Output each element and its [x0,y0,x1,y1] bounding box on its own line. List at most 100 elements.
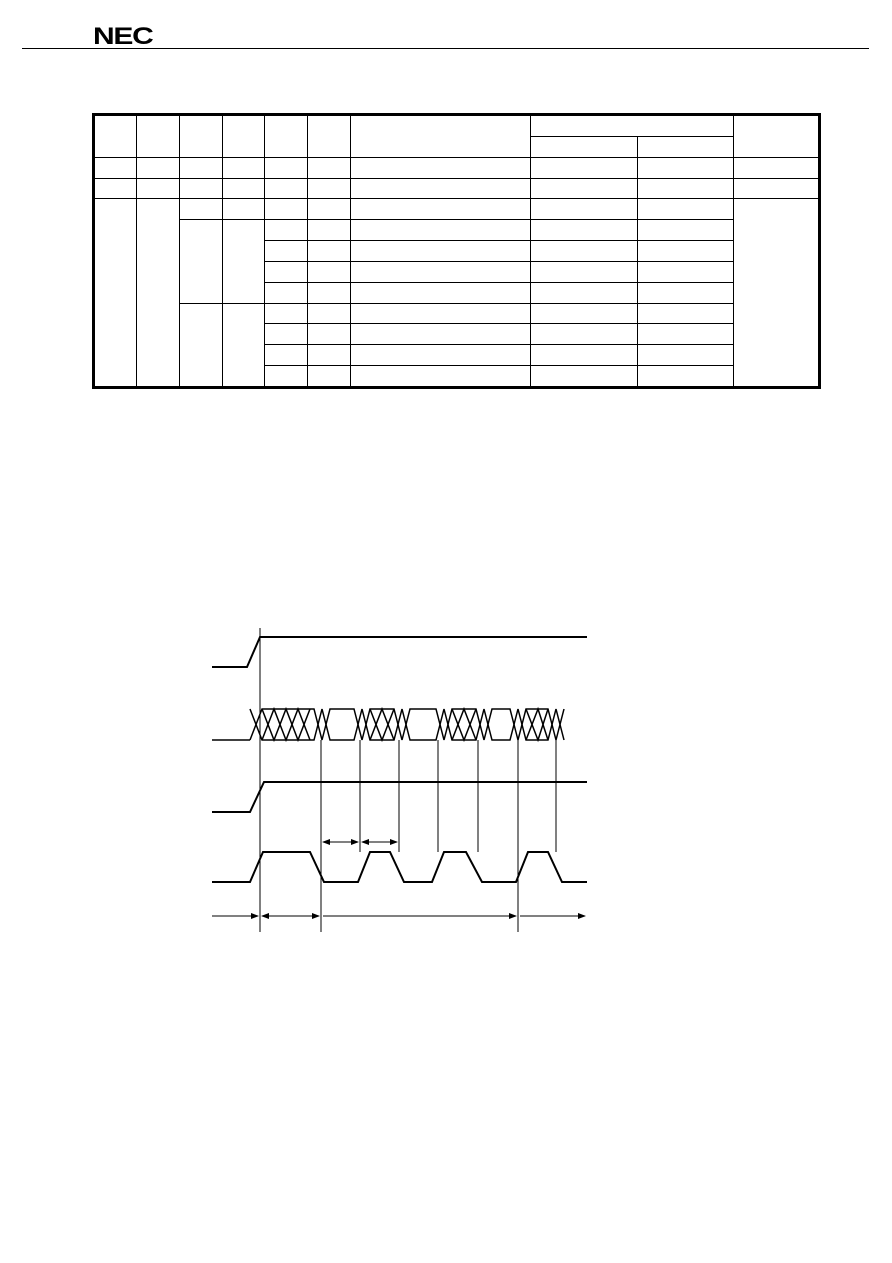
table-cell [530,156,638,179]
table-cell [179,219,223,304]
timing-interval-arrows [212,839,586,919]
table-cell [264,198,308,221]
table-cell [530,344,638,366]
table-cell [350,219,531,242]
table-cell [136,156,180,179]
table-cell [264,219,308,242]
table-cell [307,281,351,304]
timing-diagram [212,628,587,932]
table-cell [637,135,734,158]
table-cell [307,302,351,325]
table-cell [350,344,531,366]
table-cell [350,323,531,346]
table-cell [179,114,223,158]
table-cell [530,302,638,325]
table-cell [136,198,180,388]
table-cell [307,240,351,262]
timing-signal-3 [212,781,587,813]
table-cell [530,114,734,137]
table-row [94,323,820,346]
table-row [94,344,820,366]
table-cell [637,177,734,200]
table-cell [307,156,351,179]
table-row [93,177,820,200]
spec-table [92,113,821,389]
table-header-row-2 [94,135,820,158]
table-row [93,198,820,388]
table-cell [179,198,223,221]
table-cell [530,135,638,158]
table-cell [136,114,180,158]
table-row [94,219,820,304]
table-cell [264,156,308,179]
table-cell [637,260,734,283]
table-cell [350,177,531,200]
table-cell [530,219,638,242]
table-cell [307,364,351,389]
table-cell [637,198,734,221]
timing-signal-1 [212,636,587,668]
table-cell [264,177,308,200]
table-cell [179,156,223,179]
table-cell [733,198,820,388]
table-cell [222,114,265,158]
table-cell [264,281,308,304]
table-cell [179,177,223,200]
table-cell [350,240,531,262]
table-cell [350,281,531,304]
header-rule [22,48,869,49]
table-cell [530,177,638,200]
table-cell [307,260,351,283]
table-cell [264,240,308,262]
timing-signal-2 [212,706,565,743]
table-cell [637,156,734,179]
table-cell [350,156,531,179]
table-cell [264,260,308,283]
table-cell [637,364,734,389]
table-cell [530,198,638,221]
table-cell [222,219,265,304]
table-cell [222,302,265,388]
table-cell [136,177,180,200]
table-cell [93,114,137,158]
table-cell [93,156,137,179]
table-cell [350,198,531,221]
table-cell [264,344,308,366]
table-cell [179,302,223,388]
table-cell [350,114,531,158]
table-cell [93,198,137,388]
table-cell [222,156,265,179]
table-cell [222,198,265,221]
table-cell [93,177,137,200]
table-cell [307,323,351,346]
table-cell [264,364,308,389]
table-cell [307,114,351,158]
table-cell [307,177,351,200]
table-cell [264,302,308,325]
table-cell [350,302,531,325]
table-cell [637,219,734,242]
table-cell [637,323,734,346]
table-cell [733,177,820,200]
table-cell [264,323,308,346]
table-cell [264,114,308,158]
timing-reference-lines [259,628,557,932]
nec-logo: NEC [93,23,154,50]
table-cell [530,260,638,283]
table-cell [733,114,820,158]
table-row [93,156,820,179]
table-cell [530,323,638,346]
table-header-row-1 [93,114,820,158]
table-cell [733,156,820,179]
table-cell [637,302,734,325]
table-row [94,364,820,389]
table-cell [350,364,531,389]
table-cell [307,198,351,221]
table-cell [222,177,265,200]
table-row [94,302,820,388]
table-cell [530,364,638,389]
table-cell [530,281,638,304]
table-cell [530,240,638,262]
table-cell [307,344,351,366]
table-row [94,260,820,283]
